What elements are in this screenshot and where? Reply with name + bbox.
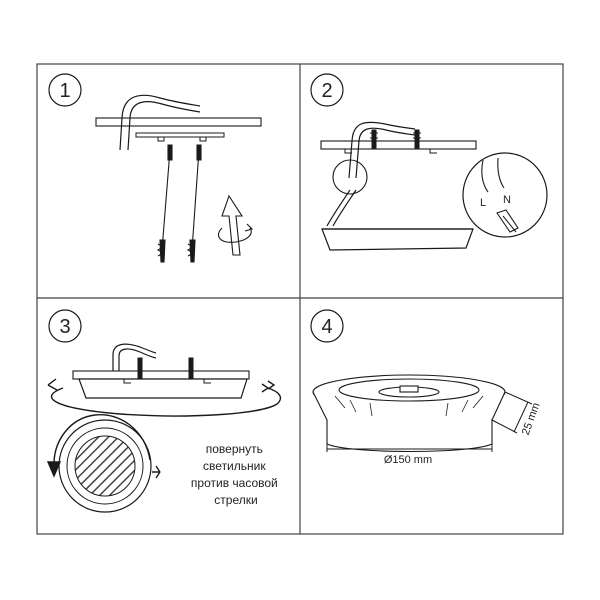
mains-cable	[112, 343, 157, 371]
luminaire-body	[78, 378, 248, 399]
fixing-screws	[370, 129, 421, 149]
luminaire-top-view	[58, 419, 152, 513]
rotate-arrow-icon	[47, 378, 282, 417]
neutral-wire-label: N	[503, 194, 511, 206]
caption-line: против часовой	[191, 476, 278, 490]
step-2-number: 2	[321, 80, 332, 102]
mounting-bracket	[135, 132, 225, 142]
step-4-number: 4	[321, 316, 332, 338]
panel-grid	[36, 63, 564, 535]
step-4-number-badge: 4	[310, 309, 344, 343]
step-4-panel: 4 Ø150 mm	[310, 309, 543, 466]
fixing-screws	[137, 357, 194, 379]
step-1-panel: 1	[48, 73, 262, 263]
diameter-dimension	[326, 444, 493, 452]
height-label: 25 mm	[520, 401, 543, 437]
luminaire-perspective-view	[312, 374, 506, 453]
caption-line: повернуть	[206, 442, 263, 456]
counterclockwise-arrow-icon	[46, 414, 161, 479]
live-wire-label: L	[480, 197, 486, 209]
caption-line: стрелки	[214, 493, 257, 507]
ceiling-panel	[320, 140, 477, 150]
wiring-detail-bubble: L N	[462, 152, 548, 238]
fixing-screws	[156, 144, 202, 263]
mains-cable	[348, 121, 416, 179]
luminaire-body	[321, 228, 474, 251]
step-1-number: 1	[59, 80, 70, 102]
screw-in-arrow-icon	[218, 194, 254, 256]
ceiling-panel	[72, 370, 250, 380]
diameter-label: Ø150 mm	[384, 454, 432, 466]
step-2-number-badge: 2	[310, 73, 344, 107]
caption-line: светильник	[203, 459, 266, 473]
step-3-number-badge: 3	[48, 309, 82, 343]
step-3-panel: 3	[46, 309, 282, 513]
rotate-instruction-caption: повернуть светильник против часовой стре…	[191, 442, 281, 507]
step-3-number: 3	[59, 316, 70, 338]
height-dimension	[491, 391, 533, 434]
step-1-number-badge: 1	[48, 73, 82, 107]
step-2-panel: 2	[310, 73, 548, 251]
ceiling-panel	[95, 117, 262, 127]
detail-callout	[332, 159, 368, 195]
mains-cable	[119, 94, 201, 151]
